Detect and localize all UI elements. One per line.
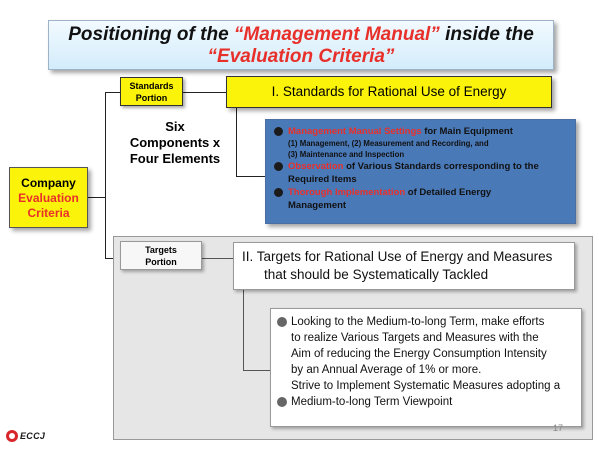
standards-portion-line2: Portion [135, 93, 168, 103]
targets-portion-label: Targets Portion [120, 241, 202, 270]
connector-standards-down [236, 108, 237, 176]
connector-targets-label-header [202, 258, 233, 259]
standards-detail-box: Management Manual Settings for Main Equi… [265, 119, 576, 224]
page-number: 17 [553, 423, 564, 433]
connector-targets-to-body [243, 370, 270, 371]
company-evaluation-criteria-box: Company Evaluation Criteria [9, 167, 88, 228]
targets-body-line5: Strive to Implement Systematic Measures … [291, 380, 561, 392]
bullet-icon [274, 127, 283, 136]
sub-list-line2: (3) Maintenance and Inspection [288, 150, 405, 159]
list-item: Looking to the Medium-to-long Term, make… [277, 314, 575, 330]
logo-text: ECCJ [20, 431, 46, 441]
list-item: Management Manual Settings for Main Equi… [274, 125, 569, 138]
eccj-logo: ECCJ [6, 428, 45, 444]
list-item: Thorough Implementation of Detailed Ener… [274, 186, 569, 199]
bullet-icon [277, 317, 287, 327]
item-continuation: Required Items [288, 174, 357, 185]
connector-to-targets-label [105, 258, 120, 259]
six-components-text: Six Components x Four Elements [110, 119, 240, 167]
evaluation-label: Evaluation [18, 191, 79, 205]
title-text: Positioning of the [68, 24, 234, 45]
targets-body-line4: by an Annual Average of 1% or more. [291, 364, 482, 376]
standards-portion-label: Standards Portion [120, 77, 183, 106]
targets-body-line6: Medium-to-long Term Viewpoint [291, 396, 453, 408]
connector-to-standards-label [105, 92, 120, 93]
bullet-icon [277, 397, 287, 407]
targets-body-box: Looking to the Medium-to-long Term, make… [270, 308, 582, 427]
targets-header-line2: that should be Systematically Tackled [264, 267, 489, 282]
item-text: of Various Standards corresponding to th… [343, 161, 539, 172]
targets-body-line3: Aim of reducing the Energy Consumption I… [291, 348, 547, 360]
targets-portion-line2: Portion [145, 257, 177, 267]
item-text: for Main Equipment [421, 126, 513, 137]
slide-title: Positioning of the “Management Manual” i… [48, 20, 554, 70]
six-line3: Four Elements [129, 151, 221, 166]
six-line2: Components x [129, 135, 221, 150]
connector-standards-to-blue [236, 176, 265, 177]
eccj-logo-icon [6, 430, 18, 442]
sub-list-line1: (1) Management, (2) Measurement and Reco… [288, 139, 489, 148]
list-item: Medium-to-long Term Viewpoint [277, 394, 575, 410]
targets-header-line1: II. Targets for Rational Use of Energy a… [242, 249, 553, 264]
criteria-label: Criteria [27, 206, 70, 220]
connector-targets-down [243, 290, 244, 370]
connector-trunk [105, 92, 106, 258]
item-highlight: Thorough Implementation [288, 187, 406, 198]
item-highlight: Management Manual Settings [288, 126, 422, 137]
targets-header: II. Targets for Rational Use of Energy a… [233, 242, 575, 290]
item-text: of Detailed Energy [405, 187, 492, 198]
title-highlight-evaluation-criteria: “Evaluation Criteria” [207, 46, 395, 67]
item-highlight: Observation [288, 161, 344, 172]
targets-body-line2: to realize Various Targets and Measures … [291, 332, 539, 344]
connector-company-trunk [88, 197, 105, 198]
title-highlight-management-manual: “Management Manual” [233, 24, 440, 45]
connector-standards-label-header [183, 92, 226, 93]
list-item: Observation of Various Standards corresp… [274, 160, 569, 173]
six-line1: Six [165, 119, 185, 134]
targets-body-line1: Looking to the Medium-to-long Term, make… [291, 316, 545, 328]
standards-header: I. Standards for Rational Use of Energy [226, 76, 552, 108]
bullet-icon [274, 162, 283, 171]
standards-portion-line1: Standards [129, 81, 174, 91]
company-label: Company [21, 176, 76, 190]
targets-portion-line1: Targets [145, 245, 177, 255]
title-text-2: inside the [439, 24, 534, 45]
item-continuation: Management [288, 200, 347, 211]
bullet-icon [274, 188, 283, 197]
